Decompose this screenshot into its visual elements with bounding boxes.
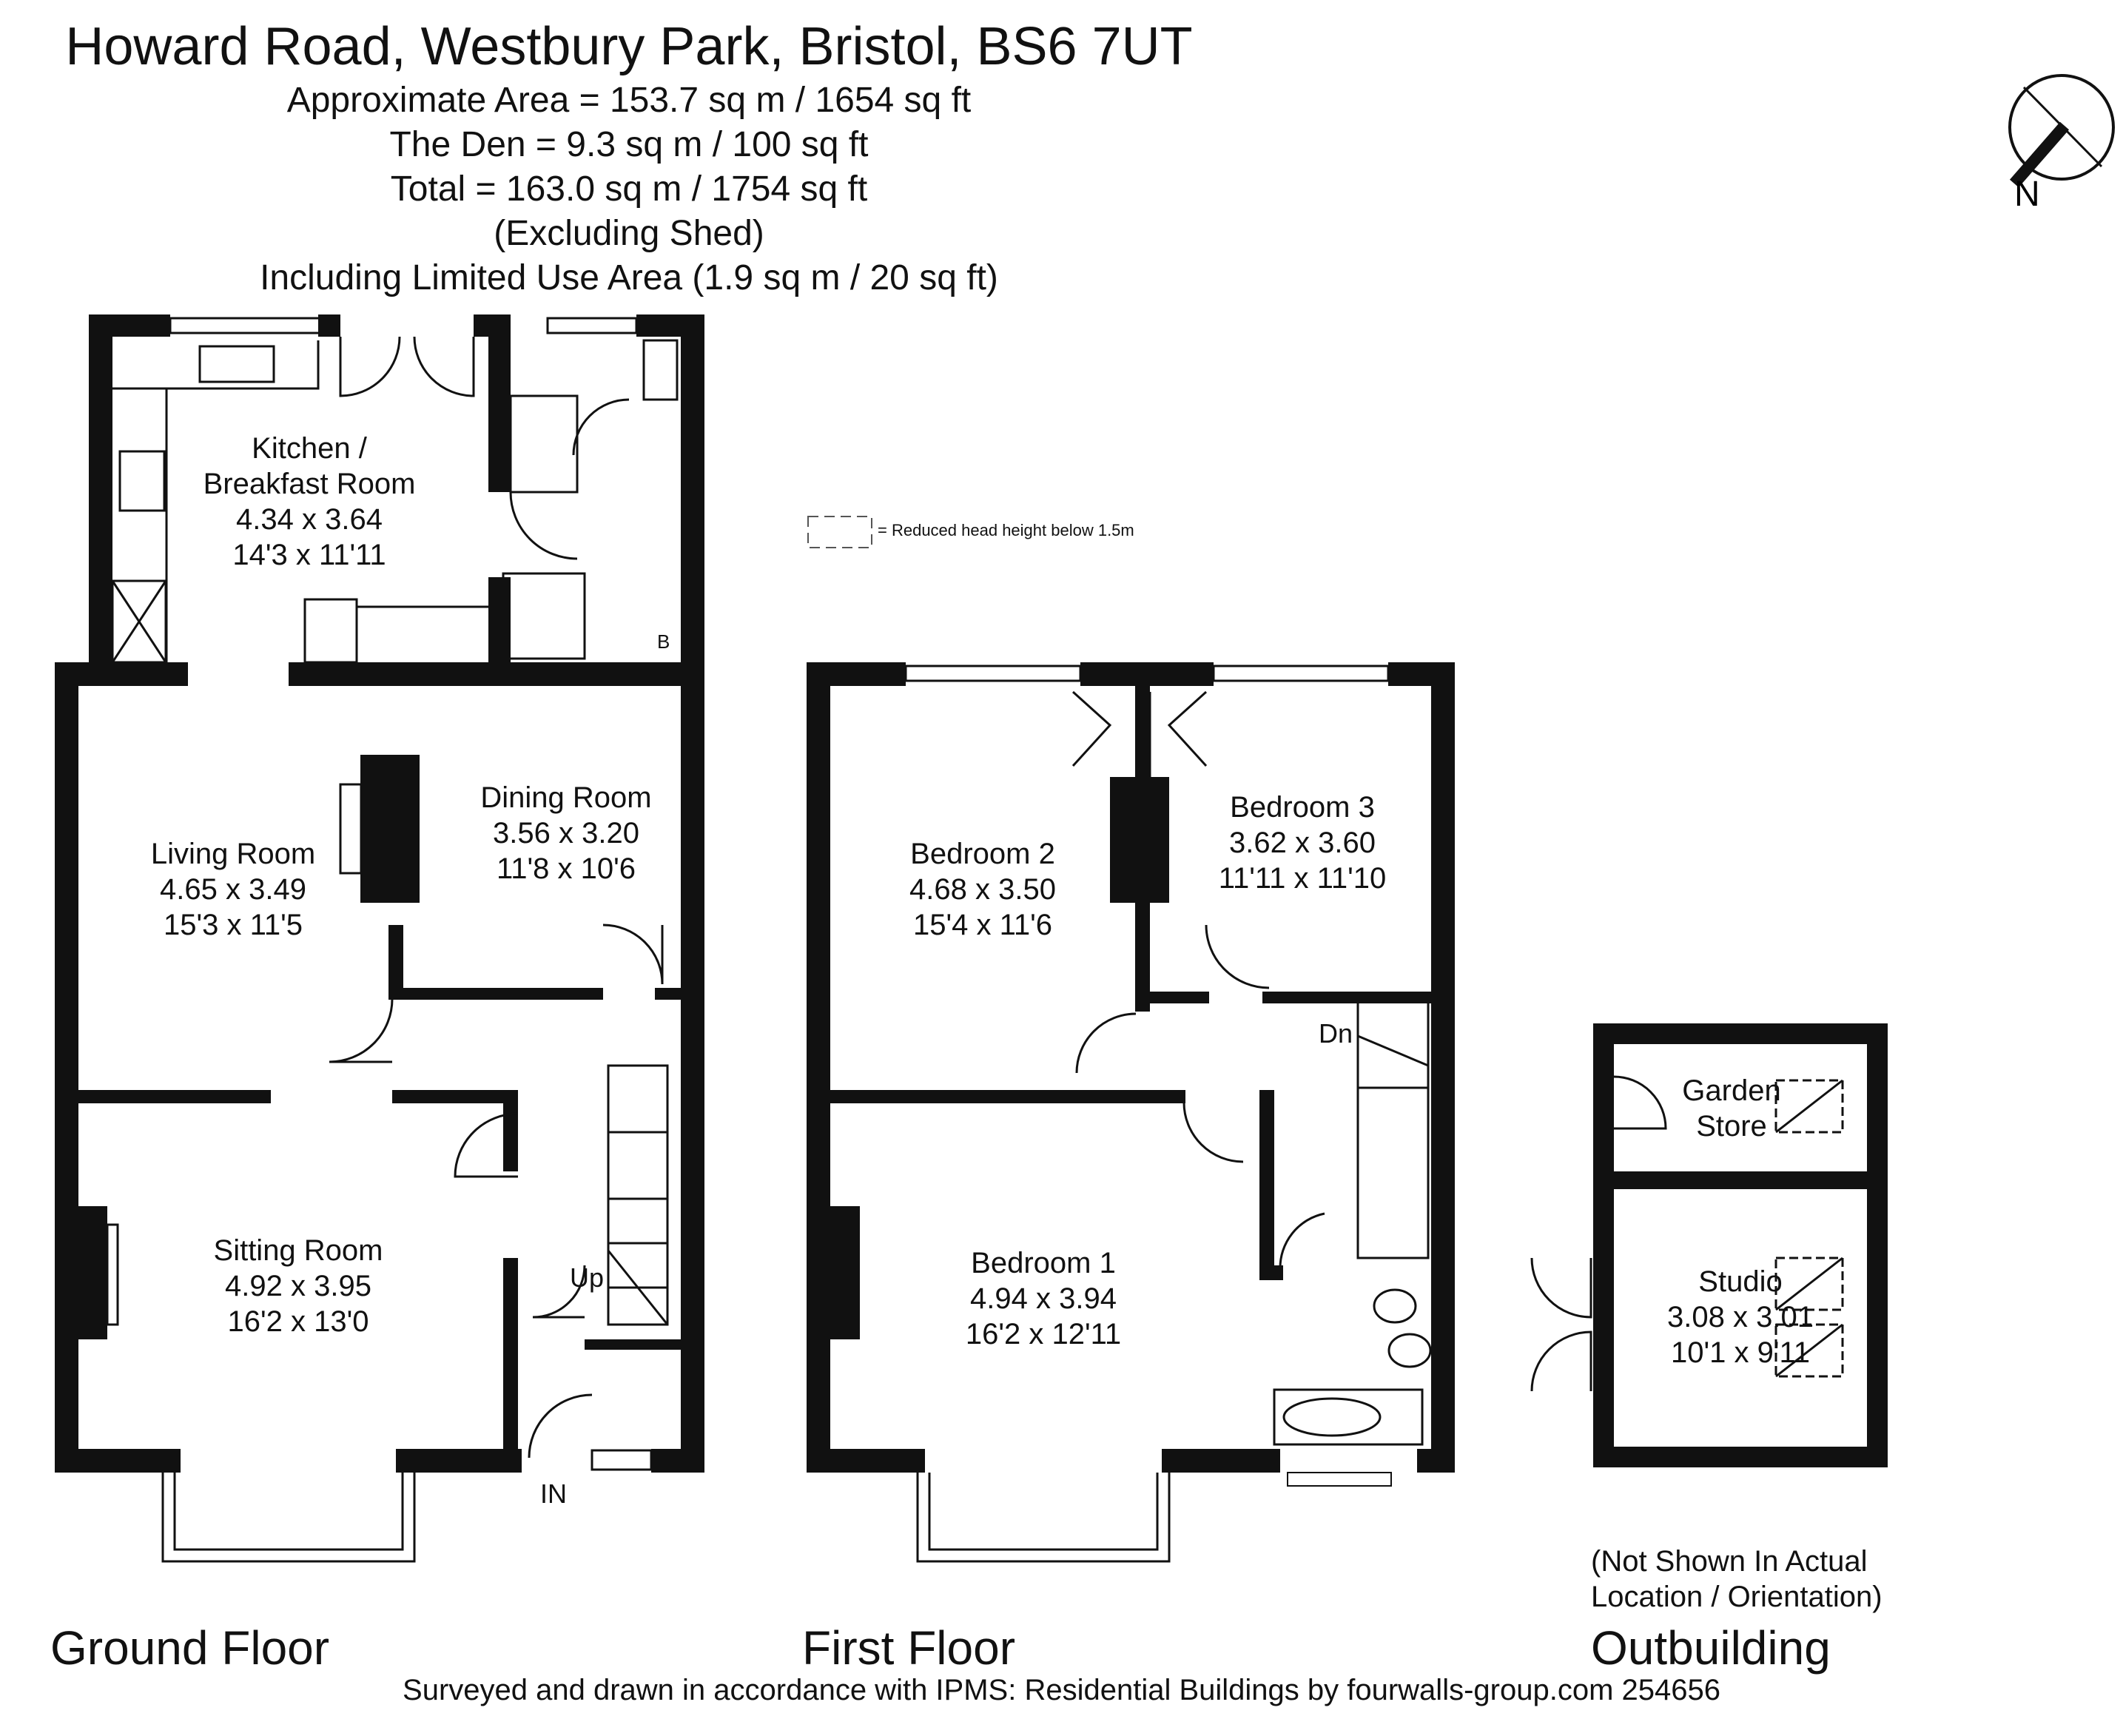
den-area-line: The Den = 9.3 sq m / 100 sq ft [389,125,869,164]
bedroom-1-metric: 4.94 x 3.94 [970,1282,1117,1315]
sitting-room-label: Sitting Room 4.92 x 3.95 16'2 x 13'0 [214,1233,383,1339]
bedroom-3-label: Bedroom 3 3.62 x 3.60 11'11 x 11'10 [1219,790,1387,896]
outbuilding-details [1530,1075,1844,1392]
property-address-title: Howard Road, Westbury Park, Bristol, BS6… [65,17,1193,76]
first-floor-plan [807,662,1455,1473]
studio-imperial: 10'1 x 9'11 [1670,1336,1810,1369]
outbuilding-note-line2: Location / Orientation) [1591,1581,1883,1613]
survey-footer: Surveyed and drawn in accordance with IP… [403,1674,1720,1706]
bedroom-3-metric: 3.62 x 3.60 [1229,827,1376,859]
ground-floor-title: Ground Floor [50,1621,330,1675]
kitchen-metric: 4.34 x 3.64 [236,503,383,536]
legend-box-icon [807,516,872,548]
outbuilding-note: (Not Shown In Actual Location / Orientat… [1591,1544,1883,1615]
bedroom-2-label: Bedroom 2 4.68 x 3.50 15'4 x 11'6 [909,836,1056,943]
bedroom-1-label: Bedroom 1 4.94 x 3.94 16'2 x 12'11 [966,1245,1121,1352]
stairs-up-label: Up [570,1262,605,1293]
outbuilding-plan [1593,1023,1888,1467]
excluding-shed-line: (Excluding Shed) [494,214,764,253]
sitting-room-name: Sitting Room [213,1234,383,1267]
studio-metric: 3.08 x 3.01 [1667,1301,1814,1333]
approximate-area-line: Approximate Area = 153.7 sq m / 1654 sq … [286,81,972,120]
living-room-metric: 4.65 x 3.49 [160,873,306,906]
living-room-label: Living Room 4.65 x 3.49 15'3 x 11'5 [151,836,315,943]
compass-icon: N [2008,74,2115,214]
entrance-label: IN [540,1478,567,1509]
bedroom-1-name: Bedroom 1 [971,1247,1116,1279]
stairs-down-label: Dn [1319,1018,1353,1049]
kitchen-name-line1: Kitchen / [252,432,367,465]
bedroom-2-metric: 4.68 x 3.50 [909,873,1056,906]
dining-room-metric: 3.56 x 3.20 [493,817,639,850]
ground-floor-plan [55,314,704,1473]
ground-floor-details [106,317,703,1563]
total-area-line: Total = 163.0 sq m / 1754 sq ft [390,169,868,209]
boiler-mark: B [657,630,670,653]
bedroom-1-imperial: 16'2 x 12'11 [965,1318,1122,1350]
first-floor-details [904,665,1453,1563]
sitting-room-metric: 4.92 x 3.95 [225,1270,371,1302]
reduced-head-height-legend: = Reduced head height below 1.5m [878,521,1134,539]
kitchen-label: Kitchen / Breakfast Room 4.34 x 3.64 14'… [203,431,416,573]
studio-name: Studio [1698,1265,1783,1298]
sitting-room-imperial: 16'2 x 13'0 [227,1305,369,1338]
compass-north-label: N [2014,175,2040,214]
bedroom-3-name: Bedroom 3 [1230,791,1375,824]
studio-label: Studio 3.08 x 3.01 10'1 x 9'11 [1667,1264,1814,1370]
dining-room-name: Dining Room [480,781,652,814]
bedroom-3-imperial: 11'11 x 11'10 [1218,862,1387,895]
dining-room-imperial: 11'8 x 10'6 [496,852,636,885]
living-room-imperial: 15'3 x 11'5 [163,909,303,941]
bedroom-2-imperial: 15'4 x 11'6 [912,909,1052,941]
garden-store-name-line1: Garden [1682,1074,1781,1107]
kitchen-imperial: 14'3 x 11'11 [232,539,386,571]
garden-store-name-line2: Store [1696,1110,1767,1143]
limited-use-area-line: Including Limited Use Area (1.9 sq m / 2… [260,258,998,297]
kitchen-name-line2: Breakfast Room [203,468,416,500]
bedroom-2-name: Bedroom 2 [910,838,1055,870]
living-room-name: Living Room [150,838,316,870]
first-floor-title: First Floor [802,1621,1015,1675]
outbuilding-title: Outbuilding [1591,1621,1831,1675]
outbuilding-note-line1: (Not Shown In Actual [1591,1545,1868,1578]
dining-room-label: Dining Room 3.56 x 3.20 11'8 x 10'6 [480,780,651,886]
garden-store-label: Garden Store [1682,1073,1780,1144]
